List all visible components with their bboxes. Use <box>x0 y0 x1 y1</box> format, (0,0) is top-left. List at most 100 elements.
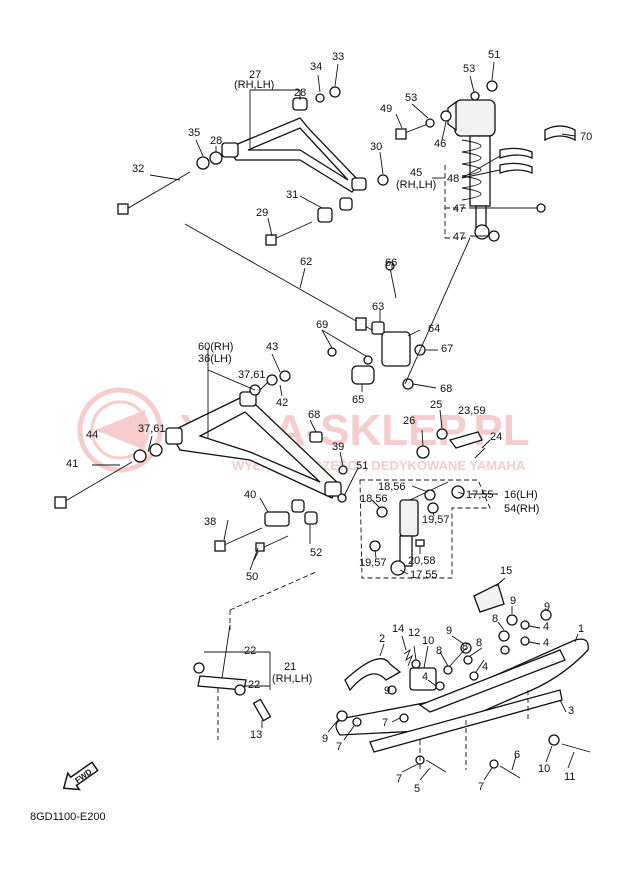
nut-4d[interactable] <box>469 671 479 681</box>
callout: 2 <box>379 633 385 645</box>
arm-23-59[interactable] <box>448 431 483 449</box>
callout: 16(LH) <box>504 489 538 501</box>
callout: 3 <box>568 705 574 717</box>
clip-48b[interactable] <box>499 162 533 174</box>
callout: 38 <box>204 516 216 528</box>
callout: 46 <box>434 138 446 150</box>
bushing-40[interactable] <box>264 511 290 527</box>
bolt-29[interactable] <box>265 221 313 246</box>
nut-4b[interactable] <box>520 636 530 646</box>
bolt-24[interactable] <box>474 447 486 459</box>
nut-12[interactable] <box>411 659 421 669</box>
ski-handle-2[interactable] <box>344 658 402 692</box>
callout: 7 <box>382 717 388 729</box>
bolt-6[interactable] <box>499 765 521 779</box>
shaft-62[interactable] <box>184 223 385 335</box>
washer-7a[interactable] <box>399 713 409 723</box>
ski-bracket-15[interactable] <box>473 583 505 613</box>
washer-7b[interactable] <box>352 717 362 727</box>
nut-8b[interactable] <box>443 665 453 675</box>
watermark-logo-icon <box>77 387 163 473</box>
nut-33[interactable] <box>329 86 341 98</box>
nut-39[interactable] <box>338 465 348 475</box>
callout: 63 <box>372 301 384 313</box>
callout: 7 <box>396 773 402 785</box>
washer-53b[interactable] <box>425 118 435 128</box>
bolt-5[interactable] <box>425 759 447 773</box>
nut-47a[interactable] <box>536 203 546 213</box>
lower-a-arm[interactable] <box>165 391 342 499</box>
nut-25[interactable] <box>436 428 448 440</box>
callout: 53 <box>463 63 475 75</box>
washer-35[interactable] <box>196 156 210 170</box>
nut-9a[interactable] <box>506 614 518 626</box>
collar-42[interactable] <box>266 374 278 386</box>
spindle-arm-16-54[interactable] <box>399 481 449 567</box>
upper-a-arm[interactable] <box>221 97 367 193</box>
collar-52[interactable] <box>304 511 318 525</box>
nut-10b[interactable] <box>548 734 560 746</box>
collar-47b[interactable] <box>488 230 500 242</box>
callout: 27 <box>249 69 261 81</box>
bracket-10a[interactable] <box>409 667 437 691</box>
washer-19-57a[interactable] <box>427 502 439 514</box>
washer-7d[interactable] <box>489 759 499 769</box>
callout: 11 <box>564 771 575 783</box>
bolt-49[interactable] <box>395 123 429 140</box>
callout: 34 <box>310 61 322 73</box>
clip-48a[interactable] <box>499 147 533 159</box>
collar-28[interactable] <box>209 151 223 165</box>
bolt-13[interactable] <box>252 698 272 722</box>
nut-18-56b[interactable] <box>376 506 388 518</box>
bushing-22a[interactable] <box>193 662 205 674</box>
bushing-22b[interactable] <box>234 684 246 696</box>
nut-8c[interactable] <box>463 655 473 665</box>
collar-40b[interactable] <box>291 499 305 513</box>
bolt-41[interactable] <box>54 461 133 509</box>
callout: 7 <box>478 781 484 793</box>
washer-34[interactable] <box>315 93 325 103</box>
bushing-65[interactable] <box>351 365 375 385</box>
nut-69a[interactable] <box>327 347 337 357</box>
washer-19-57b[interactable] <box>369 540 381 552</box>
spring-14[interactable] <box>403 648 413 667</box>
callout-labels: 51 53 34 33 27 (RH,LH) 28 35 28 49 53 46… <box>66 49 592 795</box>
callout: 9 <box>384 685 390 697</box>
collar-17-55b[interactable] <box>390 560 406 576</box>
collar-30[interactable] <box>377 174 389 186</box>
callout: 15 <box>500 565 512 577</box>
ski-1[interactable] <box>335 638 589 736</box>
shock-absorber[interactable] <box>447 99 496 240</box>
bushing-31b[interactable] <box>339 197 353 211</box>
callout: 18,56 <box>360 493 388 505</box>
bolt-38[interactable] <box>214 527 263 552</box>
nut-9e[interactable] <box>336 710 348 722</box>
shock-cover-70[interactable] <box>544 125 576 142</box>
nut-69b[interactable] <box>363 355 373 365</box>
collar-46[interactable] <box>440 110 452 122</box>
bolt-11[interactable] <box>561 743 591 753</box>
nut-18-56a[interactable] <box>424 489 436 501</box>
bolt-50[interactable] <box>255 535 289 552</box>
collar-68b[interactable] <box>309 431 323 443</box>
nut-8d[interactable] <box>500 645 510 655</box>
bushing-31[interactable] <box>317 207 333 223</box>
nut-51[interactable] <box>486 80 498 92</box>
callout: 8 <box>492 613 498 625</box>
nut-4a[interactable] <box>520 620 530 630</box>
bracket-64[interactable] <box>381 331 411 367</box>
washer-53a[interactable] <box>470 91 480 101</box>
nut-26[interactable] <box>416 445 430 459</box>
collar-37-61b[interactable] <box>149 443 163 457</box>
nut-9b[interactable] <box>540 609 552 621</box>
bolt-32[interactable] <box>117 171 191 215</box>
nut-43[interactable] <box>279 370 291 382</box>
nut-4c[interactable] <box>435 681 445 691</box>
nut-8a[interactable] <box>498 630 510 642</box>
ski-spindle-21[interactable] <box>197 624 247 691</box>
pin-20-58[interactable] <box>415 539 425 547</box>
washer-44[interactable] <box>133 449 147 463</box>
collar-68[interactable] <box>402 378 414 390</box>
diagram-code: 8GD1100-E200 <box>30 811 106 823</box>
callout: 22 <box>244 645 256 657</box>
